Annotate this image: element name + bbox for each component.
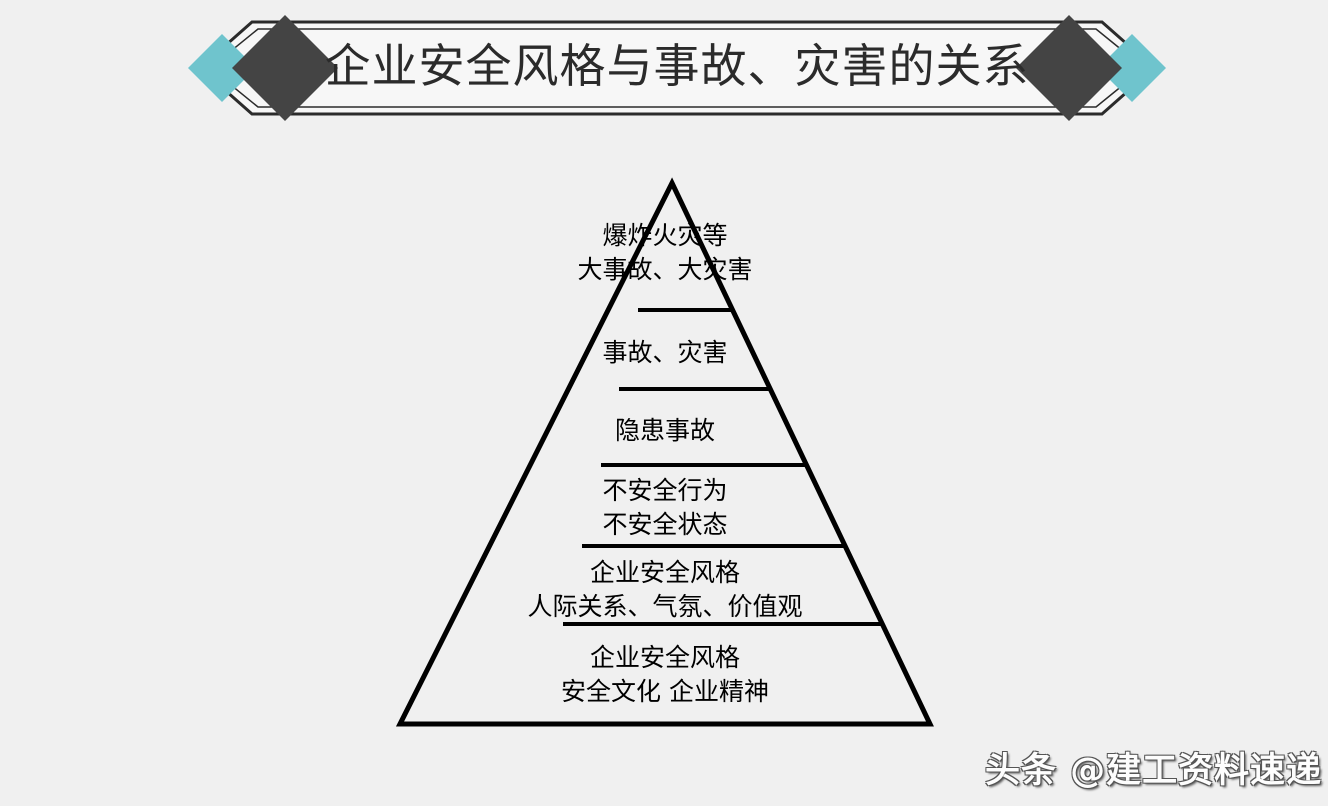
pyramid-tier-1-line-1: 爆炸火灾等 bbox=[602, 221, 728, 250]
pyramid-tier-5-line-2: 人际关系、气氛、价值观 bbox=[527, 591, 803, 621]
pyramid-shape bbox=[395, 177, 934, 727]
pyramid-tier-2-label: 事故、灾害 bbox=[380, 336, 950, 370]
pyramid-tier-6-label: 企业安全风格 安全文化 企业精神 bbox=[380, 641, 950, 708]
banner-decoration bbox=[188, 15, 1166, 121]
pyramid-tier-3-label: 隐患事故 bbox=[380, 414, 950, 448]
pyramid-tier-1-label: 爆炸火灾等 大事故、大灾害 bbox=[380, 219, 950, 286]
pyramid-tier-2-line-1: 事故、灾害 bbox=[602, 338, 728, 367]
pyramid-tier-6-line-2: 安全文化 企业精神 bbox=[561, 676, 769, 706]
pyramid-tier-6-line-1: 企业安全风格 bbox=[589, 643, 740, 672]
pyramid-tier-5-label: 企业安全风格 人际关系、气氛、价值观 bbox=[380, 556, 950, 623]
pyramid-tier-3-line-1: 隐患事故 bbox=[614, 416, 715, 445]
pyramid-tier-1-line-2: 大事故、大灾害 bbox=[577, 254, 753, 284]
watermark-text: 头条 @建工资料速递 bbox=[985, 751, 1323, 791]
dark-diamond-right-icon bbox=[1016, 15, 1122, 121]
pyramid-tier-4-label: 不安全行为 不安全状态 bbox=[380, 474, 950, 541]
dark-diamond-left-icon bbox=[232, 15, 338, 121]
pyramid-tier-5-line-1: 企业安全风格 bbox=[589, 558, 740, 587]
page-title: 企业安全风格与事故、灾害的关系 bbox=[324, 39, 1030, 93]
accent-diamond-right-icon bbox=[1098, 34, 1166, 102]
pyramid-tier-4-line-1: 不安全行为 bbox=[602, 476, 728, 505]
pyramid-tier-4-line-2: 不安全状态 bbox=[602, 509, 728, 539]
title-banner: 企业安全风格与事故、灾害的关系 bbox=[188, 15, 1166, 121]
accent-diamond-left-icon bbox=[188, 34, 256, 102]
safety-pyramid-diagram: 爆炸火灾等 大事故、大灾害 事故、灾害 隐患事故 不安全行为 不安全状态 企业安… bbox=[380, 168, 950, 740]
pyramid-outline bbox=[395, 177, 934, 727]
